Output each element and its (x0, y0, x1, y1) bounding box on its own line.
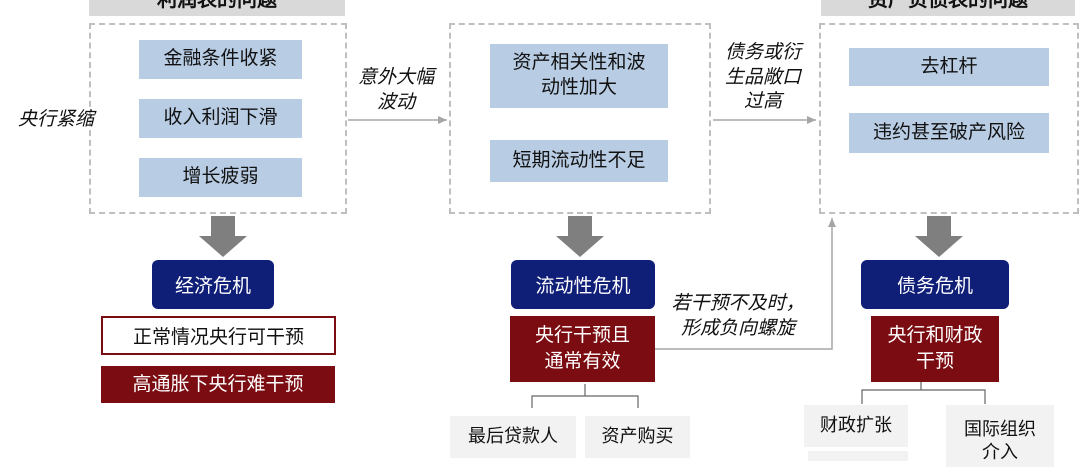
left-header-text: 利润表的问题 (157, 0, 277, 11)
middle-item-1: 资产相关性和波动性加大 (490, 44, 668, 108)
right-item-2: 违约甚至破产风险 (849, 113, 1049, 153)
middle-intervention-box: 央行干预且通常有效 (510, 316, 655, 382)
arrow-label-exposure: 债务或衍生品敞口过高 (724, 42, 801, 113)
tool-asset-purchase: 资产购买 (585, 416, 690, 458)
right-intervention-box: 央行和财政干预 (871, 316, 999, 382)
middle-tools-bracket (531, 384, 639, 408)
normal-outcome-box: 正常情况央行可干预 (101, 316, 336, 355)
right-header-text: 资产负债表的问题 (868, 0, 1028, 11)
down-arrow-right (915, 216, 963, 257)
feedback-label: 若干预不及时，形成负向螺旋 (671, 293, 805, 339)
middle-item-2: 短期流动性不足 (490, 140, 668, 182)
right-tools-bracket (861, 381, 986, 404)
right-item-1: 去杠杆 (849, 48, 1049, 86)
tool-international-org: 国际组织介入 (946, 405, 1054, 467)
inflation-outcome-box: 高通胀下央行难干预 (101, 366, 335, 403)
debt-crisis-box: 债务危机 (861, 260, 1009, 309)
left-header: 利润表的问题 (89, 0, 345, 16)
down-arrow-left (199, 216, 247, 257)
right-header: 资产负债表的问题 (821, 0, 1075, 16)
liquidity-crisis-box: 流动性危机 (511, 260, 655, 309)
trigger-label: 央行紧缩 (17, 109, 94, 130)
feedback-arrow (655, 218, 836, 350)
tool-fiscal-expansion: 财政扩张 (804, 405, 908, 447)
left-item-2: 收入利润下滑 (139, 99, 302, 138)
hidden-tool-box-partial (808, 451, 908, 461)
left-item-3: 增长疲弱 (139, 158, 302, 197)
down-arrow-middle (556, 216, 604, 257)
left-item-1: 金融条件收紧 (139, 40, 302, 79)
arrow-label-volatility: 意外大幅波动 (357, 67, 434, 113)
tool-lender-of-last-resort: 最后贷款人 (450, 416, 576, 458)
economic-crisis-box: 经济危机 (152, 260, 274, 309)
